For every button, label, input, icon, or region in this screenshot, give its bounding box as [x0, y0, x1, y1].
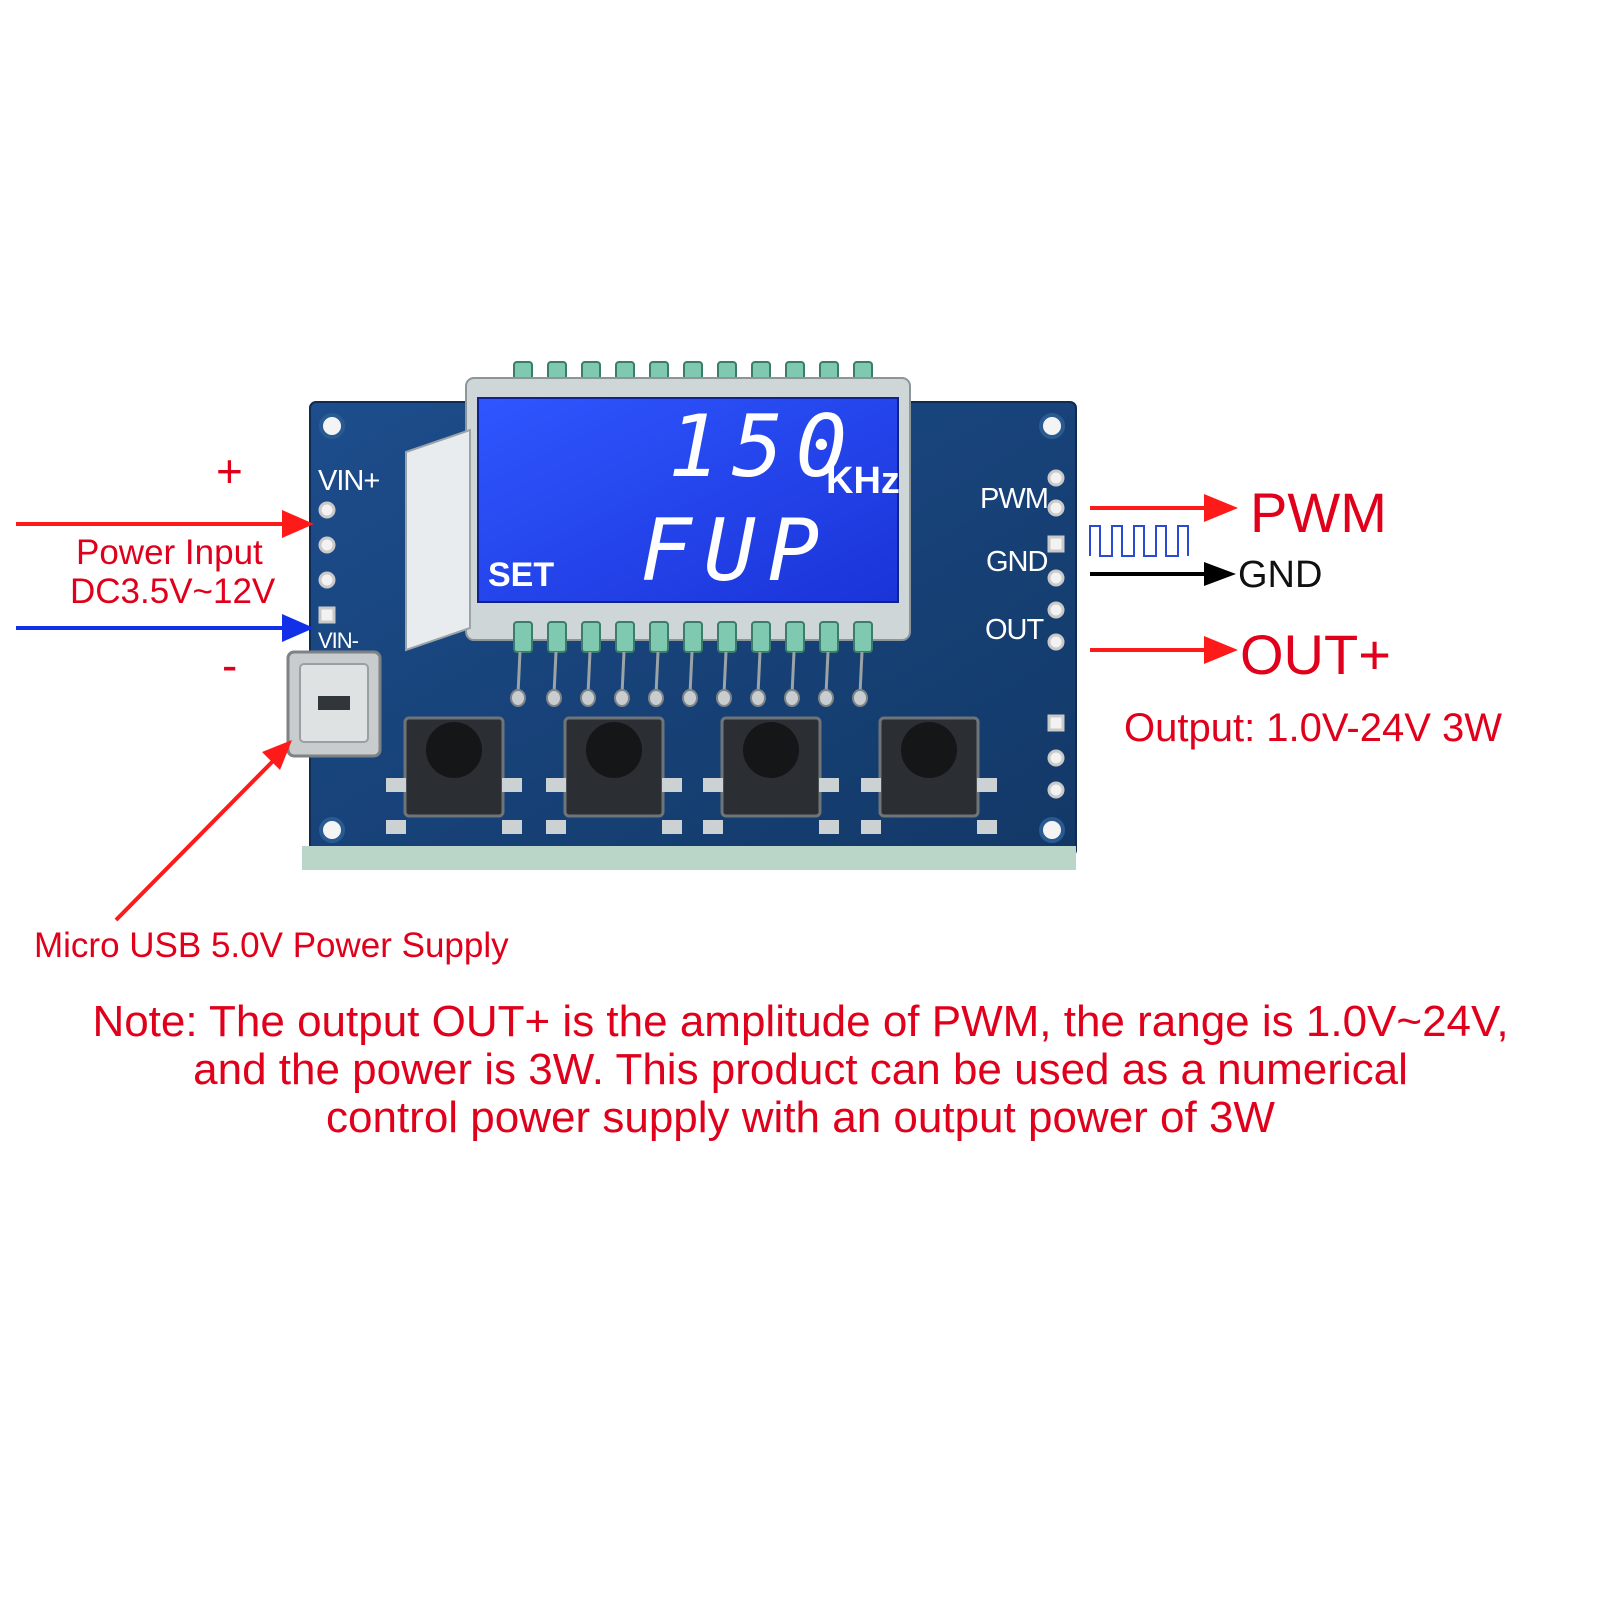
- plus-sign: +: [216, 445, 243, 497]
- mounting-hole: [1039, 817, 1065, 843]
- tactile-button-4[interactable]: [861, 716, 997, 834]
- pin-label-gnd: GND: [986, 546, 1048, 578]
- note-paragraph: Note: The output OUT+ is the amplitude o…: [0, 998, 1601, 1142]
- lcd-bottom-pins: [513, 621, 873, 653]
- right-header-pins: [1047, 469, 1065, 799]
- pwm-square-wave: [1089, 525, 1189, 557]
- output-spec: Output: 1.0V-24V 3W: [1124, 706, 1502, 750]
- pin-label-pwm: PWM: [980, 483, 1049, 515]
- vin-plus-arrow: [16, 510, 314, 538]
- mounting-hole: [319, 413, 345, 439]
- mounting-hole: [1039, 413, 1065, 439]
- gnd-arrow: [1090, 562, 1236, 586]
- power-input-range: DC3.5V~12V: [70, 572, 276, 611]
- lcd-mode: FUP: [640, 501, 832, 601]
- tactile-button-1[interactable]: [386, 716, 522, 834]
- pwm-arrow: [1090, 494, 1238, 522]
- lcd-screen: [477, 397, 899, 603]
- note-line-1: Note: The output OUT+ is the amplitude o…: [92, 997, 1509, 1046]
- out-plus-label: OUT+: [1240, 623, 1391, 686]
- pin-label-out: OUT: [985, 614, 1044, 646]
- tactile-button-2[interactable]: [546, 716, 682, 834]
- lcd-solder-legs: [516, 651, 864, 695]
- lcd-set-indicator: SET: [488, 556, 555, 594]
- lcd-unit: KHz: [826, 460, 900, 502]
- out-arrow: [1090, 636, 1238, 664]
- note-line-2: and the power is 3W. This product can be…: [193, 1045, 1408, 1094]
- gnd-label: GND: [1238, 554, 1323, 596]
- minus-sign: -: [222, 639, 238, 691]
- solder-joints: [510, 689, 868, 707]
- pin-label-vin-minus: VIN-: [318, 628, 359, 653]
- tactile-button-3[interactable]: [703, 716, 839, 834]
- power-input-label: Power Input: [76, 533, 263, 572]
- usb-power-label: Micro USB 5.0V Power Supply: [34, 926, 509, 965]
- lcd-frequency-value: 150: [668, 397, 860, 497]
- left-header-pins: [318, 501, 336, 624]
- usb-arrow: [114, 740, 292, 922]
- pwm-label: PWM: [1250, 481, 1387, 544]
- note-line-3: control power supply with an output powe…: [326, 1093, 1275, 1142]
- lcd-holder: [405, 428, 471, 652]
- vin-minus-arrow: [16, 614, 314, 642]
- micro-usb-port: [286, 650, 382, 758]
- mounting-hole: [319, 817, 345, 843]
- pin-label-vin-plus: VIN+: [318, 465, 380, 497]
